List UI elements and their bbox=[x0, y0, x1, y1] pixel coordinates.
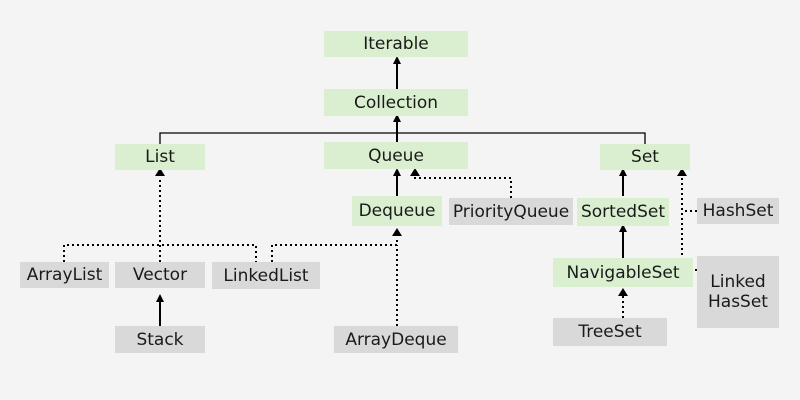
list-impl-bracket bbox=[63, 244, 257, 262]
node-arraydeque: ArrayDeque bbox=[334, 326, 458, 353]
node-sortedset: SortedSet bbox=[577, 198, 669, 226]
navigableset-arrowhead bbox=[618, 288, 628, 296]
priorityqueue-implements-queue bbox=[414, 172, 512, 198]
linkedlist-implements-dequeue bbox=[271, 240, 398, 262]
collection-branch-line bbox=[159, 132, 646, 144]
node-priorityqueue: PriorityQueue bbox=[449, 198, 573, 225]
node-hashset: HashSet bbox=[697, 198, 779, 224]
node-treeset: TreeSet bbox=[553, 318, 667, 346]
node-vector: Vector bbox=[115, 262, 205, 288]
linkedhashset-label-line2: HasSet bbox=[708, 292, 768, 312]
list-arrowhead bbox=[155, 168, 165, 176]
priorityqueue-arrowhead bbox=[410, 168, 420, 176]
node-dequeue: Dequeue bbox=[352, 196, 442, 226]
node-navigableset: NavigableSet bbox=[553, 258, 693, 287]
node-linkedlist: LinkedList bbox=[212, 262, 320, 289]
node-iterable: Iterable bbox=[324, 31, 468, 57]
dequeue-arrowhead-from-linkedlist bbox=[392, 228, 402, 236]
node-list: List bbox=[115, 144, 205, 170]
node-linkedhashset: Linked HasSet bbox=[697, 256, 779, 328]
node-queue: Queue bbox=[324, 142, 468, 169]
set-arrowhead bbox=[677, 168, 687, 176]
node-arraylist: ArrayList bbox=[20, 262, 109, 288]
node-collection: Collection bbox=[324, 89, 468, 116]
node-stack: Stack bbox=[115, 326, 205, 353]
node-set: Set bbox=[600, 144, 690, 170]
linkedhashset-label-line1: Linked bbox=[710, 272, 766, 292]
